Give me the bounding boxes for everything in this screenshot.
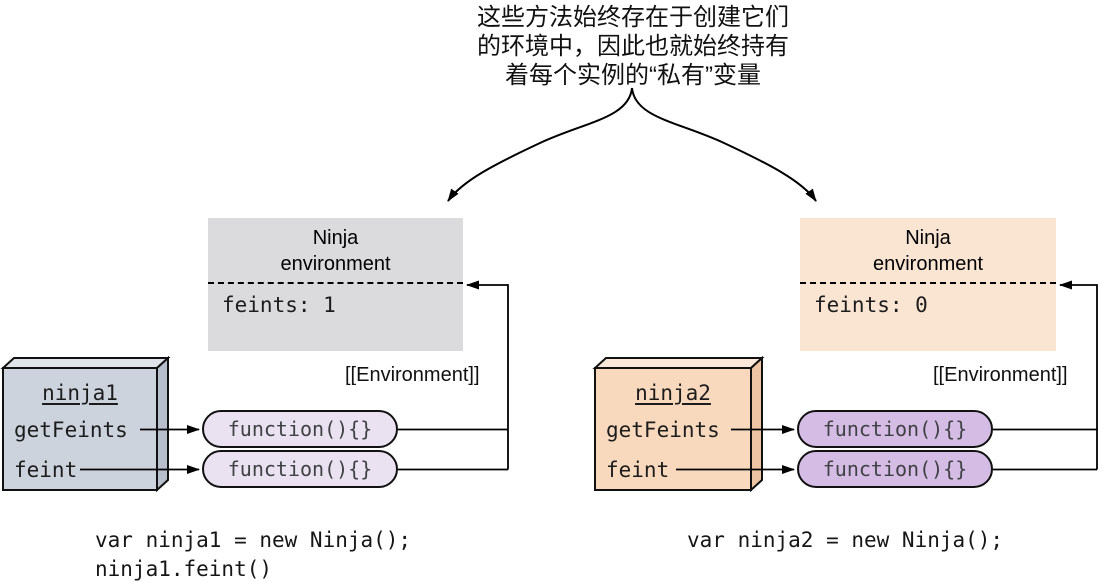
ninja1-code-caption: var ninja1 = new Ninja(); ninja1.feint() <box>95 526 411 582</box>
ninja2-box-top-face <box>592 357 765 369</box>
ninja2-environment-variable: feints: 0 <box>814 293 928 317</box>
ninja1-getfeints-function-pill: function(){} <box>202 410 398 448</box>
ninja1-feint-function-pill: function(){} <box>202 450 398 488</box>
ninja1-environment-title: Ninja environment <box>208 218 463 284</box>
environment-title-line1: Ninja <box>905 227 951 249</box>
ninja2-environment-box: Ninja environment feints: 0 <box>800 218 1056 351</box>
ninja1-environment-ref-label: [[Environment]] <box>345 364 480 386</box>
environment-title-line1: Ninja <box>312 227 359 249</box>
code-line: ninja1.feint() <box>95 557 273 581</box>
ninja1-prop-getfeints: getFeints <box>14 418 128 442</box>
environment-title-line2: environment <box>872 253 984 275</box>
ninja2-prop-feint: feint <box>606 458 670 482</box>
annotation-text: 这些方法始终存在于创建它们 的环境中，因此也就始终持有 着每个实例的“私有”变量 <box>431 3 835 90</box>
ninja1-box-side-face <box>156 355 169 493</box>
ninja2-getfeints-function-pill: function(){} <box>797 410 993 448</box>
ninja1-environment-box: Ninja environment feints: 1 <box>208 218 463 351</box>
environment-title-line2: environment <box>280 253 391 275</box>
ninja2-title: ninja2 <box>635 381 711 405</box>
code-line: var ninja2 = new Ninja(); <box>687 528 1004 552</box>
code-line: var ninja1 = new Ninja(); <box>95 528 412 552</box>
ninja2-environment-title: Ninja environment <box>800 218 1056 284</box>
ninja2-code-caption: var ninja2 = new Ninja(); <box>687 526 1003 555</box>
ninja1-box-top-face <box>0 357 171 369</box>
ninja1-title: ninja1 <box>42 381 118 405</box>
ninja1-prop-feint: feint <box>14 458 78 482</box>
ninja2-feint-function-pill: function(){} <box>797 450 993 488</box>
annotation-arrow-left <box>447 87 633 202</box>
annotation-line-2: 的环境中，因此也就始终持有 <box>477 33 789 60</box>
ninja2-prop-getfeints: getFeints <box>606 418 720 442</box>
ninja2-environment-ref-label: [[Environment]] <box>933 364 1068 386</box>
ninja1-environment-variable: feints: 1 <box>222 293 336 317</box>
annotation-line-3: 着每个实例的“私有”变量 <box>505 62 761 89</box>
ninja2-box-side-face <box>750 355 763 493</box>
annotation-line-1: 这些方法始终存在于创建它们 <box>477 4 789 31</box>
annotation-arrow-right <box>631 87 817 202</box>
